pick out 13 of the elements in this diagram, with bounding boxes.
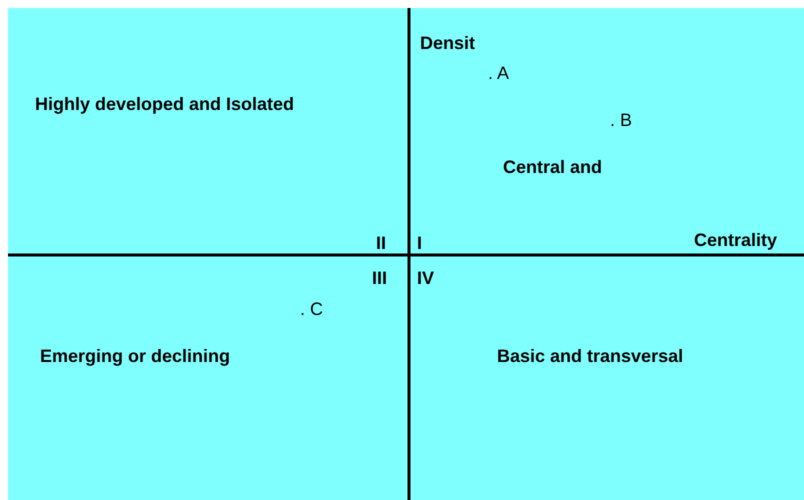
quadrant-number: III xyxy=(372,267,388,289)
data-point: . B xyxy=(610,109,632,131)
quadrant-label: Basic and transversal xyxy=(497,345,684,367)
quadrant-label: Central and xyxy=(503,156,602,178)
data-point: . A xyxy=(488,62,510,84)
quadrant-label: Highly developed and Isolated xyxy=(35,93,294,115)
quadrant-label: Emerging or declining xyxy=(40,345,230,367)
data-point: . C xyxy=(300,298,324,320)
quadrant-number: II xyxy=(376,232,386,254)
axis-title: Densit xyxy=(420,32,476,54)
quadrant-number: IV xyxy=(417,267,434,289)
axis-title: Centrality xyxy=(694,229,778,251)
quadrant-number: I xyxy=(417,232,422,254)
